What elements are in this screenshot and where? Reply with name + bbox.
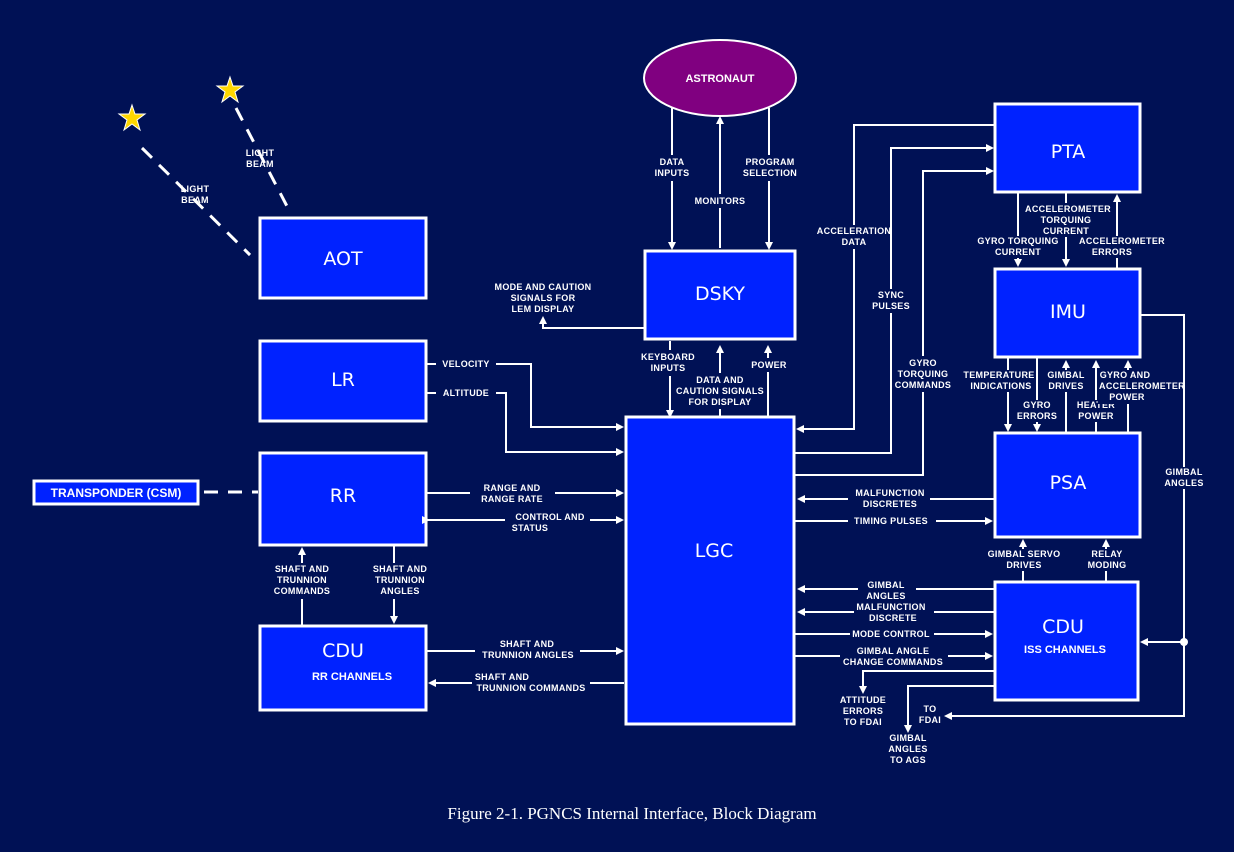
cdu-rr-sublabel: RR CHANNELS — [312, 671, 392, 683]
cdu-iss-block — [993, 580, 1140, 702]
dsky-block — [643, 249, 797, 341]
rr-block — [258, 451, 428, 547]
lr-label: LR — [331, 369, 355, 391]
lr-block — [258, 339, 428, 423]
lgc-label: LGC — [695, 540, 734, 562]
pta-block — [993, 102, 1142, 194]
cdu-iss-label: CDU — [1042, 616, 1084, 638]
label-altitude: ALTITUDE — [443, 388, 489, 398]
label-monitors: MONITORS — [695, 196, 746, 206]
astronaut-label: ASTRONAUT — [685, 73, 754, 85]
junction-dot — [1180, 638, 1188, 646]
rr-label: RR — [330, 485, 356, 507]
cdu-iss-sublabel: ISS CHANNELS — [1024, 644, 1106, 656]
pta-label: PTA — [1051, 141, 1086, 163]
light-beam-line — [140, 146, 252, 257]
aot-label: AOT — [323, 248, 363, 270]
star-icon — [215, 75, 245, 104]
transponder-block — [32, 479, 200, 506]
star-icon — [117, 103, 147, 132]
psa-label: PSA — [1050, 472, 1087, 494]
transponder-label: TRANSPONDER (CSM) — [51, 486, 182, 500]
lgc-block — [624, 415, 796, 726]
figure-caption: Figure 2-1. PGNCS Internal Interface, Bl… — [447, 804, 816, 823]
imu-label: IMU — [1050, 301, 1086, 323]
label-power: POWER — [751, 360, 787, 370]
dsky-label: DSKY — [695, 283, 745, 305]
imu-block — [993, 267, 1142, 359]
label-mode-control: MODE CONTROL — [852, 629, 930, 639]
label-velocity: VELOCITY — [442, 359, 489, 369]
label-timing-pulses: TIMING PULSES — [854, 516, 928, 526]
psa-block — [993, 431, 1142, 539]
cdu-rr-label: CDU — [322, 640, 364, 662]
aot-block — [258, 216, 428, 300]
light-beam-line — [234, 107, 292, 213]
cdu-rr-block — [258, 624, 428, 712]
